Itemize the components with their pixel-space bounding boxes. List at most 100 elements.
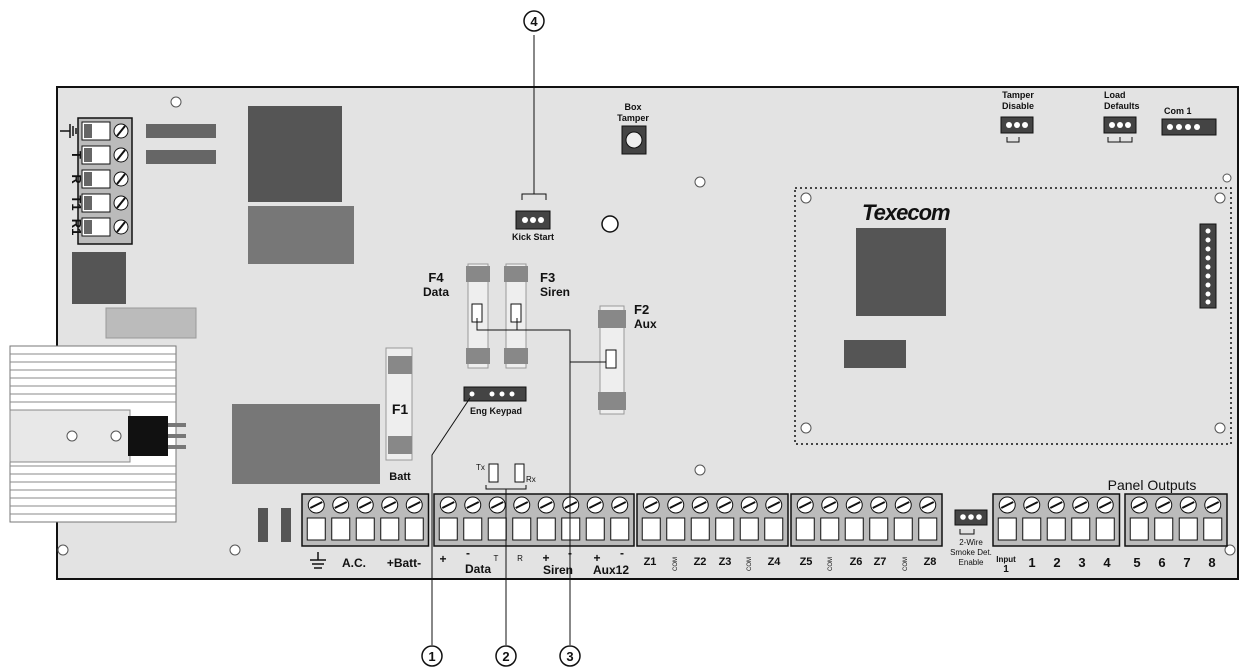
components [72, 106, 380, 542]
terminal-wire-entry [463, 517, 483, 541]
terminal-wire-entry [715, 517, 735, 541]
terminal-wire-entry [331, 517, 351, 541]
screw-slot [742, 501, 756, 509]
screw-slot [1049, 501, 1063, 509]
box-tamper-label-2: Tamper [617, 113, 649, 123]
screw-slot [798, 501, 812, 509]
fuse-f4-sub-label: Data [423, 285, 449, 299]
callout-2: 2 [495, 645, 517, 667]
screw-slot [515, 501, 529, 509]
terminal-wire-entry [561, 517, 581, 541]
terminal-block-4 [790, 493, 943, 547]
smoke-enable-jumper [954, 509, 988, 535]
callout-1: 1 [421, 645, 443, 667]
terminal-wire-entry [1022, 517, 1042, 541]
tamper-disable-jumper [1000, 116, 1034, 143]
terminal-wire-entry [641, 517, 661, 541]
label-com-2: COM [747, 557, 753, 571]
fuse-f4 [466, 263, 490, 369]
screw-slot [823, 501, 837, 509]
mounting-holes [57, 96, 1236, 556]
terminal-wire-entry [355, 517, 375, 541]
ground-icon [310, 552, 326, 569]
terminal-wire-entry [1129, 517, 1149, 541]
terminal-wire-entry [487, 517, 507, 541]
terminal-wire-entry [404, 517, 424, 541]
terminal-wire-entry [997, 517, 1017, 541]
label-ac: A.C. [342, 556, 366, 570]
label-z5: Z5 [800, 556, 813, 568]
label-siren: Siren [543, 563, 573, 577]
earth-icon [60, 124, 77, 138]
terminal-wire-entry [438, 517, 458, 541]
label-z6: Z6 [850, 556, 863, 568]
kick-start-jumper [515, 193, 551, 230]
fuse-f4-label: F4 [428, 270, 444, 285]
tx-label: Tx [476, 463, 485, 472]
box-tamper-switch [621, 125, 647, 155]
label-siren-plus: + [542, 551, 549, 565]
load-defaults-label-1: Load [1104, 90, 1126, 100]
kick-start-label: Kick Start [512, 232, 554, 242]
screw-slot [1132, 501, 1146, 509]
eng-keypad-label: Eng Keypad [470, 406, 522, 416]
terminal-label-r: R [69, 174, 84, 184]
screw-slot [1025, 501, 1039, 509]
fuse-f3-label: F3 [540, 270, 555, 285]
label-data-plus: + [439, 552, 446, 566]
label-output-1: 1 [1028, 555, 1035, 570]
left-terminal-block [77, 117, 133, 245]
fuse-f2 [598, 305, 626, 415]
terminal-wire-entry [1203, 517, 1223, 541]
board-hole-large [601, 215, 619, 233]
label-output-2: 2 [1053, 555, 1060, 570]
module-holes [800, 173, 1232, 434]
screw-slot [1206, 501, 1220, 509]
screw-slot [613, 501, 627, 509]
label-aux-plus: + [593, 551, 600, 565]
screw-slot [1098, 501, 1112, 509]
label-t: T [494, 554, 499, 563]
screw-slot [872, 501, 886, 509]
screw-slot [490, 501, 504, 509]
label-output-5: 5 [1133, 555, 1140, 570]
fuse-f3-sub-label: Siren [540, 285, 570, 299]
screw-slot [767, 501, 781, 509]
fuse-f1-label: F1 [392, 401, 409, 417]
label-z1: Z1 [644, 556, 657, 568]
fuse-f2-label: F2 [634, 302, 649, 317]
screw-slot [564, 501, 578, 509]
box-tamper-label-1: Box [624, 102, 641, 112]
tx-pad [488, 463, 499, 483]
bottom-terminal-blocks [301, 493, 1228, 547]
brand-logo: Texecom [862, 200, 950, 225]
screw-slot [847, 501, 861, 509]
panel-outputs-label: Panel Outputs [1108, 477, 1197, 493]
terminal-wire-entry [869, 517, 889, 541]
terminal-wire-entry [666, 517, 686, 541]
terminal-wire-entry [380, 517, 400, 541]
screw-slot [921, 501, 935, 509]
terminal-wire-entry [739, 517, 759, 541]
terminal-wire-entry [1095, 517, 1115, 541]
fuse-f3 [504, 263, 528, 369]
rx-pad [514, 463, 525, 483]
label-data-minus: - [466, 546, 470, 560]
screw-slot [334, 501, 348, 509]
load-defaults-jumper [1103, 116, 1137, 143]
label-output-7: 7 [1183, 555, 1190, 570]
label-com-3: COM [828, 557, 834, 571]
screw-slot [693, 501, 707, 509]
screw-slot [588, 501, 602, 509]
terminal-wire-entry [1154, 517, 1174, 541]
label-aux12: Aux12 [593, 563, 629, 577]
callout-4: 4 [523, 10, 545, 32]
smoke-label-2: Smoke Det. [950, 548, 992, 557]
screw-slot [896, 501, 910, 509]
screw-slot [1157, 501, 1171, 509]
smoke-label-1: 2-Wire [959, 538, 983, 547]
label-batt: +Batt- [387, 556, 421, 570]
label-input-num: 1 [1003, 564, 1009, 575]
terminal-wire-entry [918, 517, 938, 541]
screw-slot [718, 501, 732, 509]
